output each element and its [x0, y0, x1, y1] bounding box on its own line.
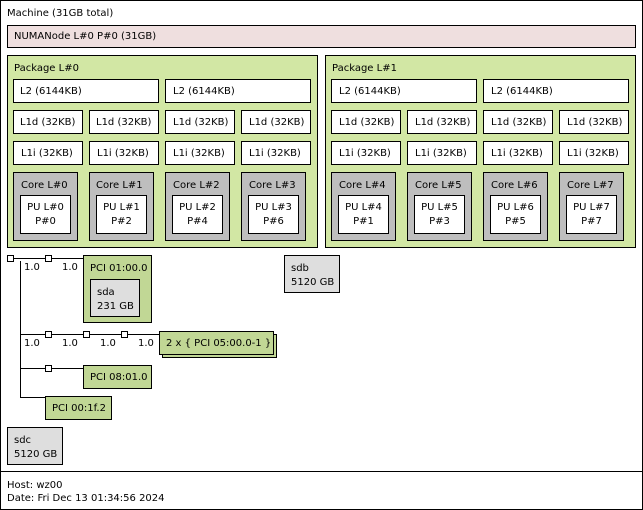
l2-cache: L2 (6144KB): [483, 79, 629, 103]
bridge-node: [121, 331, 128, 338]
l1i-cache: L1i (32KB): [165, 141, 235, 165]
l1d-cache: L1d (32KB): [407, 110, 477, 134]
disk-sdb: sdb 5120 GB: [284, 255, 340, 293]
bridge-node: [45, 331, 52, 338]
pci-device: PCI 00:1f.2: [45, 396, 112, 420]
disk-sdc: sdc 5120 GB: [7, 427, 63, 465]
host-label: Host: wz00: [7, 480, 63, 491]
link-speed: 1.0: [62, 338, 78, 349]
l2-cache: L2 (6144KB): [331, 79, 477, 103]
link-speed: 1.0: [138, 338, 154, 349]
numa-node: NUMANode L#0 P#0 (31GB): [7, 25, 636, 48]
l1i-cache: L1i (32KB): [331, 141, 401, 165]
numa-label: NUMANode L#0 P#0 (31GB): [14, 31, 157, 42]
l1d-cache: L1d (32KB): [331, 110, 401, 134]
bus-line: [20, 397, 46, 398]
l1i-cache: L1i (32KB): [241, 141, 311, 165]
date-label: Date: Fri Dec 13 01:34:56 2024: [7, 493, 165, 504]
l1i-cache: L1i (32KB): [13, 141, 83, 165]
l1d-cache: L1d (32KB): [165, 110, 235, 134]
disk-sda: sda 231 GB: [90, 279, 140, 317]
l1d-cache: L1d (32KB): [89, 110, 159, 134]
package-label: Package L#0: [14, 63, 79, 74]
bridge-node: [83, 331, 90, 338]
l1d-cache: L1d (32KB): [13, 110, 83, 134]
link-speed: 1.0: [100, 338, 116, 349]
l1i-cache: L1i (32KB): [407, 141, 477, 165]
bridge-node: [7, 255, 14, 262]
pci-device: 2 x { PCI 05:00.0-1 }: [159, 331, 274, 355]
l2-cache: L2 (6144KB): [165, 79, 311, 103]
footer-legend: Host: wz00 Date: Fri Dec 13 01:34:56 202…: [0, 471, 643, 510]
machine-label: Machine (31GB total): [7, 8, 114, 19]
bridge-node: [45, 255, 52, 262]
pci-device: PCI 08:01.0: [83, 365, 152, 389]
l1i-cache: L1i (32KB): [483, 141, 553, 165]
bridge-node: [45, 365, 52, 372]
l2-cache: L2 (6144KB): [13, 79, 159, 103]
l1i-cache: L1i (32KB): [89, 141, 159, 165]
link-speed: 1.0: [24, 338, 40, 349]
package-label: Package L#1: [332, 63, 397, 74]
host-bridge-line: [20, 261, 21, 398]
link-speed: 1.0: [24, 262, 40, 273]
l1d-cache: L1d (32KB): [241, 110, 311, 134]
l1d-cache: L1d (32KB): [483, 110, 553, 134]
l1d-cache: L1d (32KB): [559, 110, 629, 134]
link-speed: 1.0: [62, 262, 78, 273]
bus-line: [20, 334, 160, 335]
bus-line: [20, 368, 84, 369]
l1i-cache: L1i (32KB): [559, 141, 629, 165]
